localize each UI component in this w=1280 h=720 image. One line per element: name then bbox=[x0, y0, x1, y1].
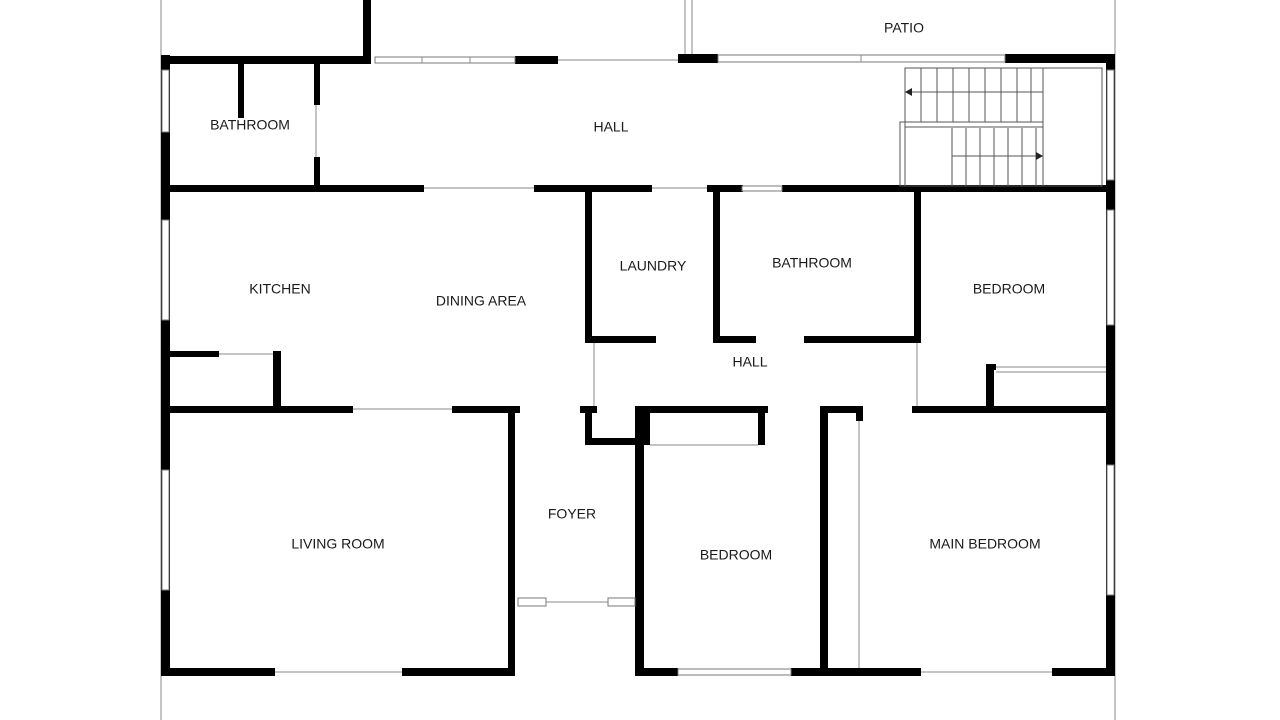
label-bedroom-right: BEDROOM bbox=[973, 281, 1045, 297]
room-labels: PATIO BATHROOM HALL KITCHEN DINING AREA … bbox=[210, 20, 1045, 563]
label-dining-area: DINING AREA bbox=[436, 293, 527, 309]
label-kitchen: KITCHEN bbox=[249, 281, 310, 297]
stair-arrow-right-icon bbox=[1036, 152, 1043, 160]
stair-arrow-left-icon bbox=[905, 88, 912, 96]
label-bedroom-center: BEDROOM bbox=[700, 547, 772, 563]
staircase bbox=[899, 67, 1103, 187]
walls bbox=[161, 0, 1115, 676]
label-bathroom-upper: BATHROOM bbox=[210, 117, 290, 133]
label-main-bedroom: MAIN BEDROOM bbox=[929, 536, 1040, 552]
windows bbox=[161, 54, 1115, 676]
label-hall-middle: HALL bbox=[732, 354, 767, 370]
label-patio: PATIO bbox=[884, 20, 924, 36]
label-laundry: LAUNDRY bbox=[620, 258, 687, 274]
label-foyer: FOYER bbox=[548, 506, 596, 522]
label-living-room: LIVING ROOM bbox=[291, 536, 384, 552]
label-hall-upper: HALL bbox=[593, 119, 628, 135]
label-bathroom-middle: BATHROOM bbox=[772, 255, 852, 271]
